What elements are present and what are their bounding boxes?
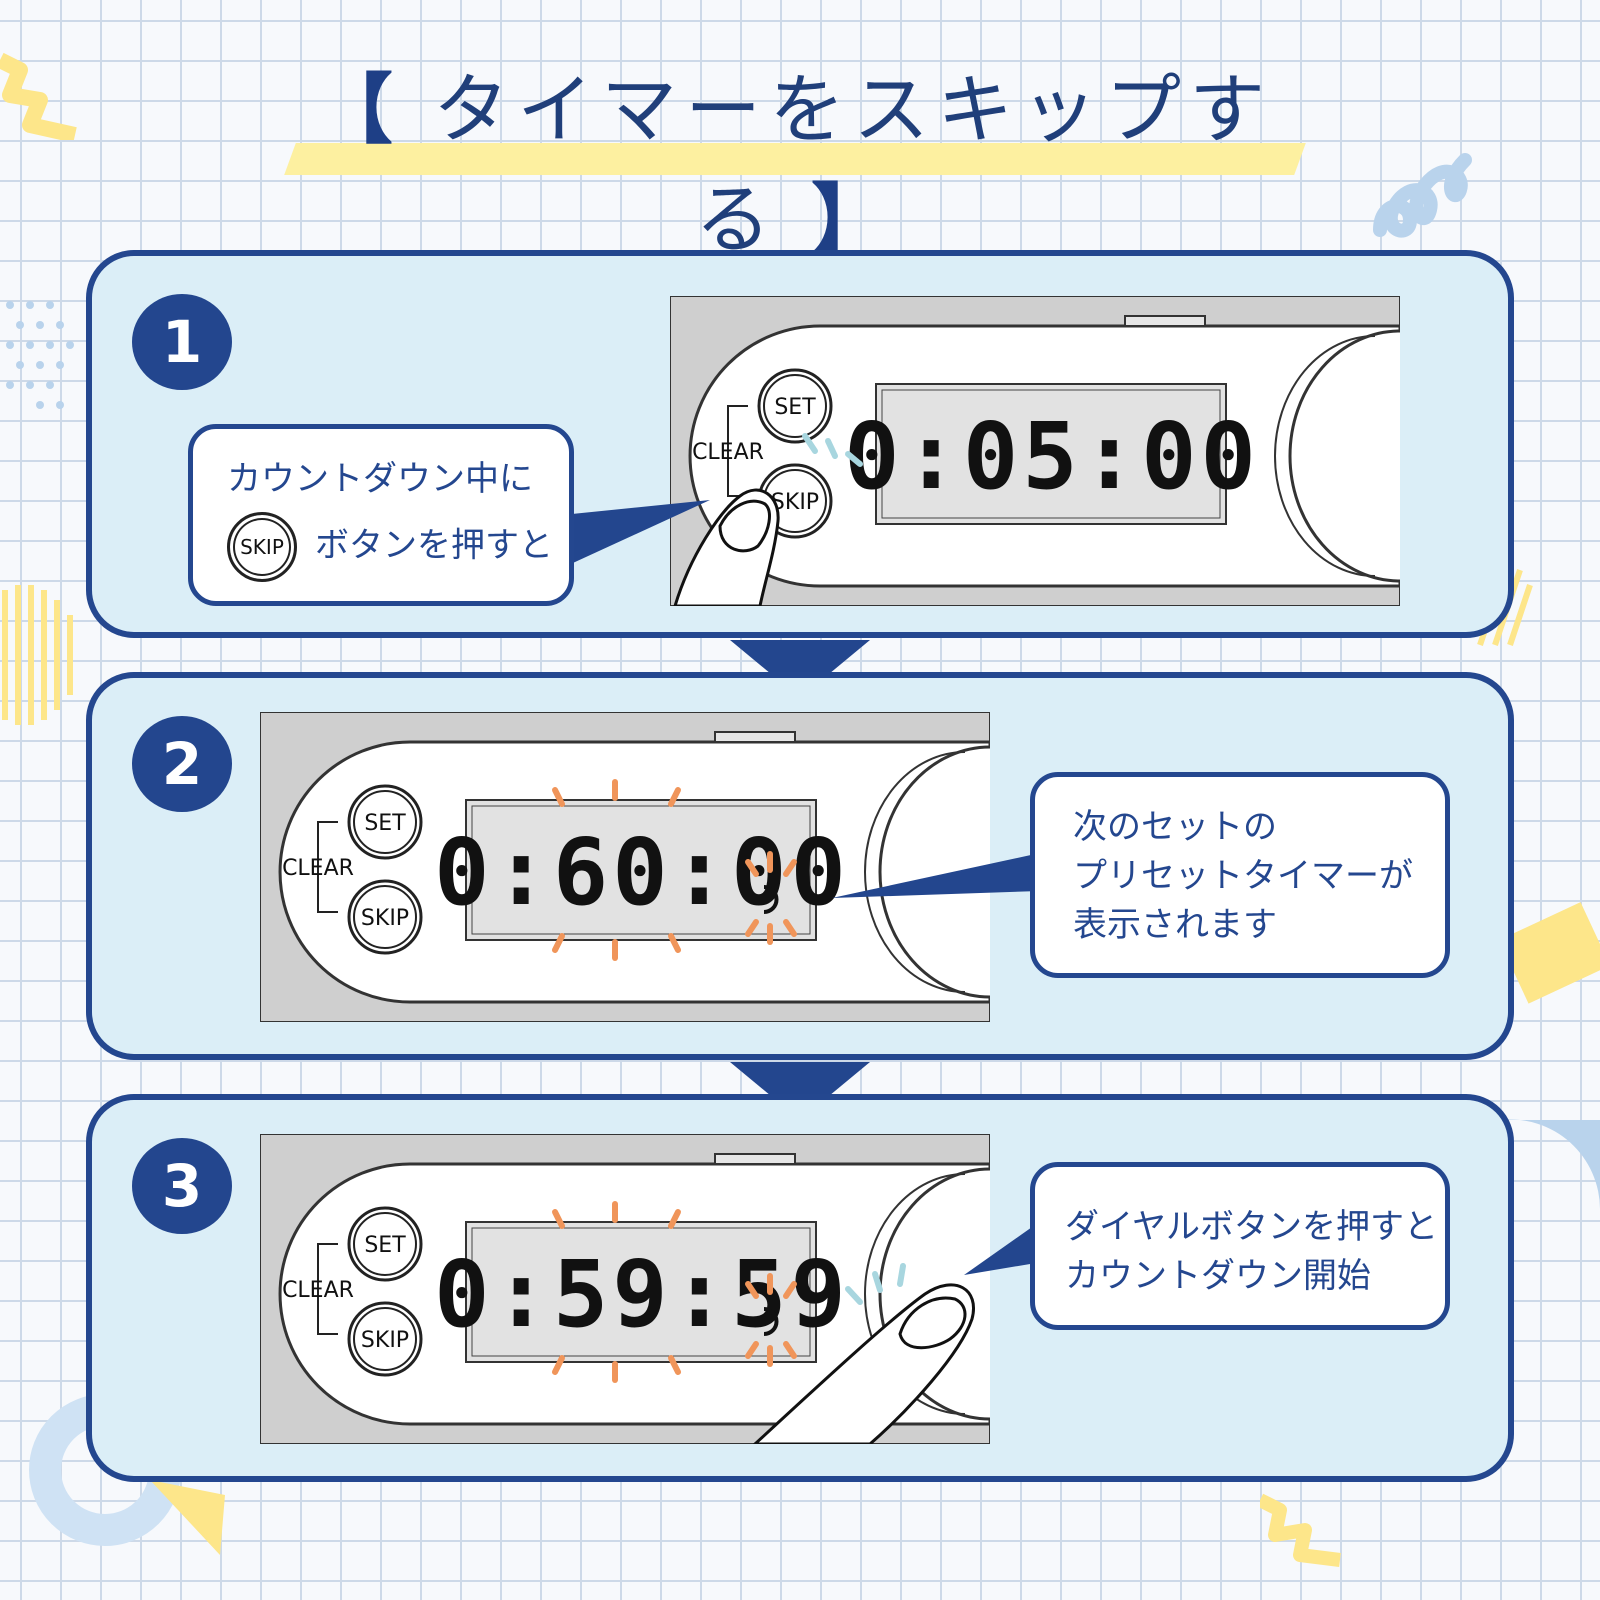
instruction-bubble-1: カウントダウン中に SKIP ボタンを押すと	[188, 424, 574, 606]
step-card-3: 3 SET SKIP CLEAR 0:59:59 ダイ	[86, 1094, 1514, 1482]
timer-display-3: 0:59:59	[434, 1241, 850, 1348]
instruction-bubble-2: 次のセットの プリセットタイマーが 表示されます	[1030, 772, 1450, 978]
bubble-2-line-3: 表示されます	[1073, 905, 1277, 945]
skip-button-2[interactable]	[347, 879, 423, 955]
timer-display-1: 0:05:00	[844, 403, 1260, 510]
dots-decoration-left	[6, 301, 74, 409]
bubble-3-line-1: ダイヤルボタンを押すと	[1065, 1207, 1438, 1247]
bubble-tail-2	[832, 853, 1040, 898]
set-label-1: SET	[774, 395, 816, 420]
clear-label-1: CLEAR	[692, 440, 764, 465]
bubble-tail-3	[964, 1220, 1042, 1275]
step-card-2: 2 SET SKIP CLEAR 0:60:00 次のセットの プリセットタイマ…	[86, 672, 1514, 1060]
set-label-2: SET	[364, 811, 406, 836]
stripe-circle-decoration-left	[2, 585, 73, 725]
title-open-bracket: 【	[316, 65, 401, 154]
zigzag-decoration-top-left	[0, 52, 77, 140]
page-title: 【 タイマーをスキップする 】	[280, 55, 1310, 275]
skip-button-chip: SKIP	[227, 512, 297, 582]
step-number-2: 2	[132, 716, 232, 812]
bubble-1-line-1: カウントダウン中に	[227, 459, 533, 499]
step-card-1: 1 SET SKIP CLEAR 0:05:00 カウントダウン中に SKIP ボ…	[86, 250, 1514, 638]
title-area: 【 タイマーをスキップする 】	[280, 55, 1310, 264]
set-button-1[interactable]	[757, 368, 833, 444]
title-text: タイマーをスキップする	[433, 65, 1274, 264]
step-number-1: 1	[132, 294, 232, 390]
skip-label-3: SKIP	[361, 1328, 409, 1353]
triangle-decoration-bottom	[150, 1480, 225, 1555]
bubble-tail-1	[562, 500, 710, 568]
set-button-3[interactable]	[347, 1206, 423, 1282]
timer-display-2: 0:60:00	[434, 819, 850, 926]
timer-device-1: SET SKIP CLEAR 0:05:00	[670, 296, 1400, 606]
tap-mark-3	[845, 1263, 906, 1305]
instruction-bubble-3: ダイヤルボタンを押すと カウントダウン開始	[1030, 1162, 1450, 1330]
clear-label-3: CLEAR	[282, 1278, 354, 1303]
bubble-1-line-2: ボタンを押すと	[315, 525, 553, 566]
set-label-3: SET	[364, 1233, 406, 1258]
step-number-3: 3	[132, 1138, 232, 1234]
yellow-rect-decoration-right	[1498, 902, 1600, 1004]
tap-mark-1	[802, 433, 863, 467]
title-close-bracket: 】	[811, 175, 896, 264]
zigzag-decoration-bottom-right	[1260, 1493, 1341, 1567]
flash-marks-3	[552, 1201, 797, 1383]
bubble-2-line-2: プリセットタイマーが	[1073, 856, 1413, 896]
clear-label-2: CLEAR	[282, 856, 354, 881]
blue-semicircle-decoration-right	[1500, 1119, 1600, 1210]
set-button-2[interactable]	[347, 784, 423, 860]
bubble-3-line-2: カウントダウン開始	[1065, 1256, 1371, 1296]
skip-label-2: SKIP	[361, 906, 409, 931]
timer-device-3: SET SKIP CLEAR 0:59:59	[260, 1134, 990, 1444]
flash-marks-2	[552, 779, 797, 961]
bubble-2-line-1: 次のセットの	[1073, 807, 1277, 847]
skip-button-3[interactable]	[347, 1301, 423, 1377]
timer-device-2: SET SKIP CLEAR 0:60:00	[260, 712, 990, 1022]
loop-decoration-top-right	[1373, 153, 1472, 238]
